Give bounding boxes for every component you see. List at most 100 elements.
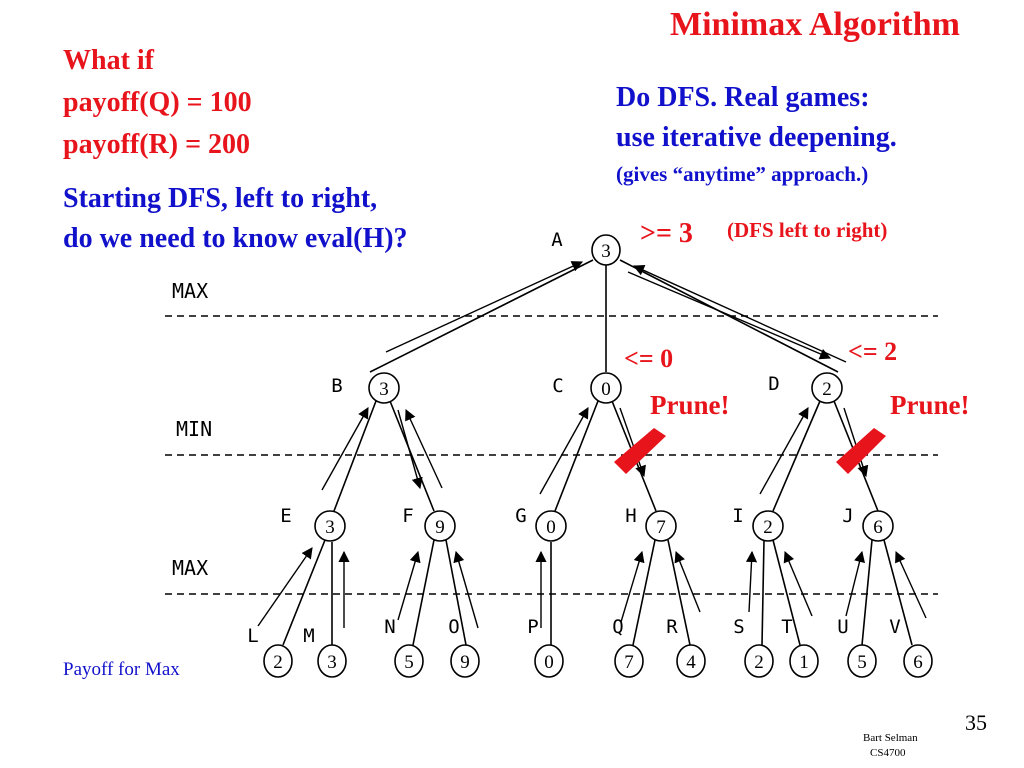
node-t-circle [789, 644, 819, 678]
arrow-u-to-j [845, 550, 865, 617]
node-j-value: 6 [873, 517, 883, 538]
node-a-value: 3 [601, 241, 611, 262]
edge-a-d [619, 259, 839, 373]
node-o-label: O [448, 616, 459, 638]
node-u-label: U [837, 616, 848, 638]
root-bound-label: >= 3 [640, 218, 693, 249]
node-g-value: 0 [546, 517, 556, 538]
node-g-label: G [515, 505, 526, 527]
node-h-circle [645, 510, 677, 542]
edge-f-n [412, 539, 435, 646]
edge-i-s [761, 539, 765, 646]
arrow-e-to-b [321, 407, 369, 491]
arrow-v-to-j [895, 550, 927, 619]
prune-marker-d [836, 428, 886, 474]
arrow-s-to-i [745, 550, 758, 613]
author-name: Bart Selman [863, 732, 918, 744]
node-e-label: E [280, 505, 291, 527]
node-v-label: V [889, 616, 900, 638]
c-bound-label: <= 0 [624, 344, 674, 373]
course-code: CS4700 [870, 747, 906, 759]
node-m-label: M [303, 625, 314, 647]
node-l-value: 2 [273, 652, 283, 673]
page-number: 35 [965, 710, 987, 735]
node-f-label: F [402, 505, 413, 527]
node-c-circle [590, 372, 622, 404]
arrow-f-to-b [405, 408, 443, 489]
arrow-o-to-f [453, 550, 479, 629]
node-p-circle [534, 644, 564, 678]
level-label-min: MIN [176, 417, 212, 441]
node-v-value: 6 [913, 652, 923, 673]
node-s-label: S [733, 616, 744, 638]
node-u-value: 5 [857, 652, 867, 673]
arrow-d-to-a [632, 265, 847, 363]
node-g-circle [535, 510, 567, 542]
anytime-note: (gives “anytime” approach.) [616, 162, 869, 186]
edge-f-o [445, 539, 467, 646]
node-o-value: 9 [460, 652, 470, 673]
question-line-3: payoff(R) = 200 [63, 129, 251, 160]
prune-marker-c [614, 428, 666, 474]
slide-title: Minimax Algorithm [670, 6, 960, 43]
node-m-circle [317, 644, 347, 678]
dfs-direction-note: (DFS left to right) [727, 218, 888, 242]
node-r-circle [676, 644, 706, 678]
node-e-value: 3 [325, 517, 335, 538]
node-d-circle [811, 372, 843, 404]
dfs-line-2: use iterative deepening. [616, 122, 897, 153]
node-i-circle [752, 510, 784, 542]
node-f-circle [424, 510, 456, 542]
node-q-label: Q [612, 616, 623, 638]
node-s-circle [744, 644, 774, 678]
arrow-i-to-d [759, 407, 809, 495]
node-v-circle [903, 644, 933, 678]
node-f-value: 9 [435, 517, 445, 538]
node-b-value: 3 [379, 379, 389, 400]
edge-b-f [389, 400, 435, 512]
edge-h-r [667, 539, 691, 646]
node-m-value: 3 [327, 652, 337, 673]
level-label-max-top: MAX [172, 279, 208, 303]
prune-c-label: Prune! [650, 390, 730, 420]
edge-i-t [772, 539, 801, 646]
arrow-n-to-f [397, 550, 421, 621]
node-n-circle [394, 644, 424, 678]
payoff-label: Payoff for Max [63, 659, 180, 680]
node-n-value: 5 [404, 652, 414, 673]
propagation-arrows [257, 261, 927, 629]
edge-j-u [861, 539, 873, 646]
arrow-d-to-j [843, 407, 869, 478]
edge-h-q [632, 539, 656, 646]
node-l-circle [263, 644, 293, 678]
node-u-circle [847, 644, 877, 678]
node-j-label: J [842, 505, 853, 527]
node-h-label: H [625, 505, 636, 527]
node-d-label: D [768, 373, 779, 395]
arrow-c-to-h [619, 407, 646, 478]
starting-line-1: Starting DFS, left to right, [63, 183, 378, 214]
node-a-circle [591, 234, 621, 266]
node-b-circle [368, 372, 400, 404]
edge-e-l [282, 539, 326, 646]
node-e-circle [314, 510, 346, 542]
node-i-label: I [732, 505, 743, 527]
node-q-circle [614, 644, 644, 678]
node-r-label: R [666, 616, 678, 638]
node-l-label: L [247, 625, 258, 647]
prune-d-label: Prune! [890, 390, 970, 420]
nodes: 3 A 3 B 0 C 2 D 3 E 9 F 0 G 7 H 2 I 6 J … [247, 229, 933, 678]
node-j-circle [862, 510, 894, 542]
arrow-l-to-e [257, 547, 313, 627]
arrow-r-to-h [674, 550, 701, 613]
arrow-g-to-c [539, 407, 589, 495]
starting-line-2: do we need to know eval(H)? [63, 223, 408, 254]
node-q-value: 7 [624, 652, 634, 673]
node-c-label: C [552, 375, 563, 397]
node-d-value: 2 [822, 379, 832, 400]
question-line-2: payoff(Q) = 100 [63, 87, 252, 118]
node-a-label: A [551, 229, 563, 251]
edge-a-b [369, 259, 594, 373]
arrow-b-to-a [385, 261, 584, 353]
